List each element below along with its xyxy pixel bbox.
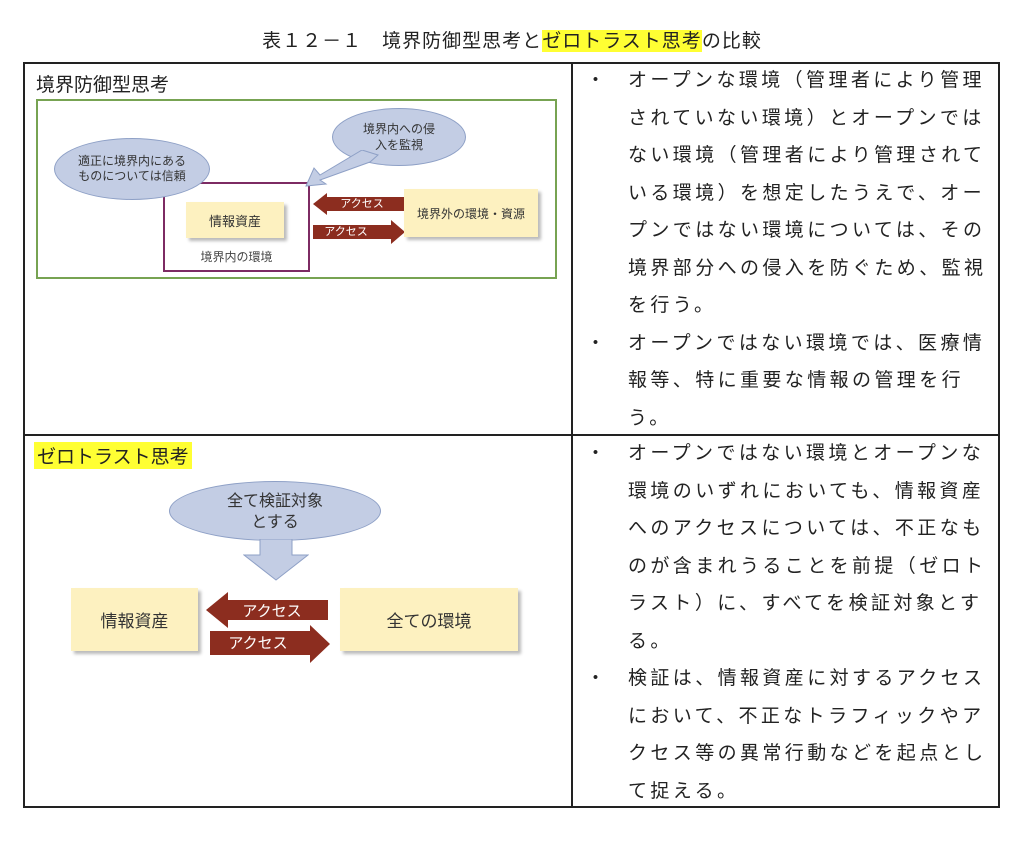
inner-environment-box xyxy=(163,182,310,272)
table-caption: 表１２－１ 境界防御型思考とゼロトラスト思考の比較 xyxy=(0,26,1024,53)
access-in-label: アクセス xyxy=(340,197,384,210)
access-out-label: アクセス xyxy=(228,634,288,652)
zero-trust-description: ・オープンではない環境とオープンな環境のいずれにおいても、情報資産へのアクセスに… xyxy=(586,435,998,810)
all-environments-box: 全ての環境 xyxy=(340,588,518,651)
inner-environment-label: 境界内の環境 xyxy=(200,250,273,264)
info-asset-box: 情報資産 xyxy=(186,202,284,238)
bullet-line: る。 xyxy=(628,629,673,652)
bullet-line: されていない環境）とオープンでは xyxy=(628,106,985,129)
bullet-item: ・検証は、情報資産に対するアクセスにおいて、不正なトラフィックやアクセス等の異常… xyxy=(586,660,998,810)
perimeter-description: ・オープンな環境（管理者により管理されていない環境）とオープンではない環境（管理… xyxy=(586,62,998,438)
bullet-item: ・オープンな環境（管理者により管理されていない環境）とオープンではない環境（管理… xyxy=(586,62,998,325)
bullet-mark: ・ xyxy=(586,69,609,91)
bullet-line: ない環境（管理者により管理されて xyxy=(628,144,986,166)
bullet-line: 検証は、情報資産に対するアクセス xyxy=(628,667,986,689)
bullet-item: ・オープンではない環境では、医療情報等、特に重要な情報の管理を行う。 xyxy=(586,325,998,438)
bullet-line: において、不正なトラフィックやア xyxy=(628,704,985,727)
monitor-pointer-icon xyxy=(305,150,380,187)
caption-text: 表１２－１ 境界防御型思考と xyxy=(262,30,543,52)
bullet-line: クセス等の異常行動などを起点とし xyxy=(628,742,987,764)
bullet-mark: ・ xyxy=(586,331,609,354)
bullet-line: 境界部分への侵入を防ぐため、監視 xyxy=(628,256,987,279)
bullet-line: のが含まれうることを前提（ゼロト xyxy=(628,554,987,577)
verify-down-arrow-icon xyxy=(243,539,309,581)
bullet-line: オープンではない環境では、医療情 xyxy=(628,331,986,354)
bullet-line: ラスト）に、すべてを検証対象とす xyxy=(628,592,983,614)
bullet-line: オープンな環境（管理者により管理 xyxy=(628,69,985,91)
info-asset-box: 情報資産 xyxy=(71,588,198,651)
bullet-line: へのアクセスについては、不正なも xyxy=(628,517,985,539)
access-out-arrow-icon xyxy=(313,220,405,244)
caption-suffix: の比較 xyxy=(701,30,762,52)
bullet-line: オープンではない環境とオープンな xyxy=(628,442,985,464)
verify-all-bubble: 全て検証対象とする xyxy=(169,481,381,541)
bullet-line: う。 xyxy=(628,406,672,429)
bullet-line: て捉える。 xyxy=(628,779,740,802)
outside-environment-box: 境界外の環境・資源 xyxy=(404,189,538,237)
access-in-arrow-icon xyxy=(313,193,405,215)
trust-bubble: 適正に境界内にあるものについては信頼 xyxy=(54,138,210,200)
access-in-arrow-icon xyxy=(206,592,328,628)
bullet-item: ・オープンではない環境とオープンな環境のいずれにおいても、情報資産へのアクセスに… xyxy=(586,435,998,660)
bullet-line: 報等、特に重要な情報の管理を行 xyxy=(628,369,965,391)
bullet-mark: ・ xyxy=(586,442,609,464)
perimeter-diagram xyxy=(36,99,557,279)
access-in-label: アクセス xyxy=(242,602,302,620)
row-heading-zero-trust: ゼロトラスト思考 xyxy=(34,442,192,469)
row-divider xyxy=(23,434,1000,436)
bullet-line: を行う。 xyxy=(628,294,717,316)
bullet-line: いる環境）を想定したうえで、オー xyxy=(628,181,986,204)
access-out-arrow-icon xyxy=(210,625,330,663)
row-heading-perimeter: 境界防御型思考 xyxy=(36,74,170,96)
bullet-line: プンではない環境については、その xyxy=(628,219,986,241)
caption-highlight: ゼロトラスト思考 xyxy=(542,30,702,52)
access-out-label: アクセス xyxy=(324,225,368,238)
bullet-mark: ・ xyxy=(586,667,609,689)
bullet-line: 環境のいずれにおいても、情報資産 xyxy=(628,479,985,502)
